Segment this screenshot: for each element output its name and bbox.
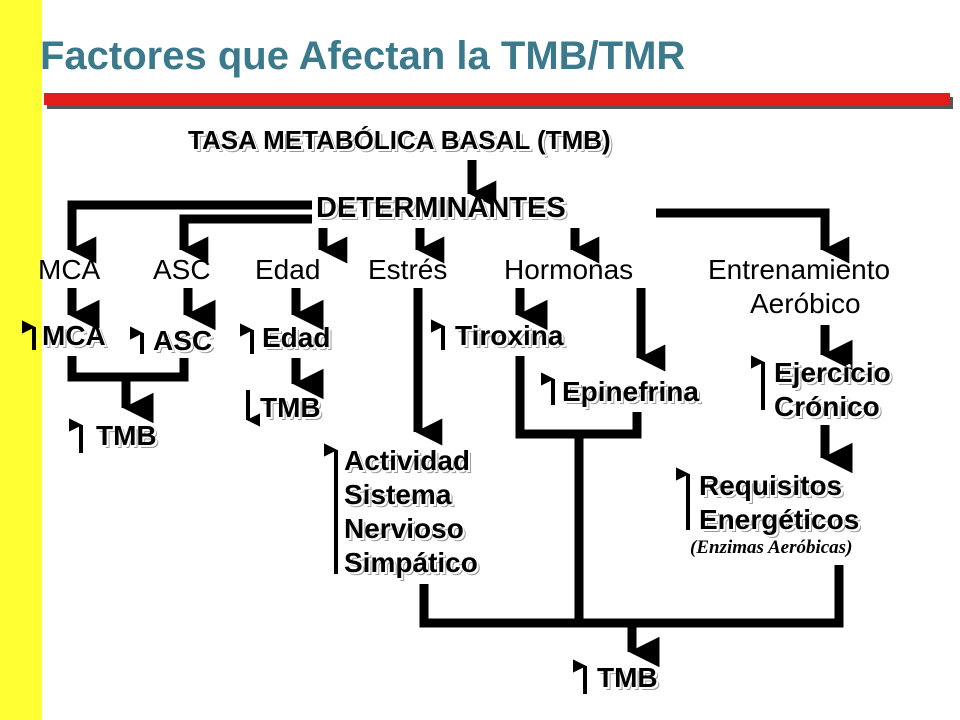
diagram-heading: TASA METABÓLICA BASAL (TMB)	[188, 125, 611, 155]
slide-title: Factores que Afectan la TMB/TMR	[40, 34, 686, 78]
effect-epinefrina: Epinefrina	[562, 376, 699, 407]
actividad-line-4: Simpático	[344, 547, 478, 578]
requisitos-line-1: Requisitos	[699, 470, 843, 501]
effect-requisitos: Requisitos Energéticos	[699, 469, 859, 537]
factor-aerobico: Aeróbico	[750, 288, 861, 319]
bottom-merge-bus	[419, 565, 844, 628]
effect-edad: Edad	[262, 322, 331, 353]
factor-hormonas: Hormonas	[504, 254, 634, 285]
effect-actividad: Actividad Sistema Nervioso Simpático	[344, 444, 478, 580]
side-accent-bar	[0, 0, 42, 720]
ejercicio-line-1: Ejercicio	[774, 357, 891, 388]
effect-tmb-left: TMB	[96, 420, 157, 451]
requisitos-line-2: Energéticos	[699, 504, 860, 535]
bus-left-mca	[67, 200, 312, 264]
ejercicio-line-2: Crónico	[774, 391, 880, 422]
actividad-line-1: Actividad	[344, 445, 471, 476]
factor-asc: ASC	[153, 254, 211, 285]
merge-mca-asc	[67, 356, 189, 382]
effect-ejercicio: Ejercicio Crónico	[774, 356, 891, 424]
bus-inner-asc	[179, 214, 312, 264]
factor-mca: MCA	[38, 254, 101, 285]
effect-enzimas: (Enzimas Aeróbicas)	[690, 537, 853, 558]
determinantes-label: DETERMINANTES	[316, 192, 566, 224]
effect-tmb-edad: TMB	[260, 392, 321, 423]
actividad-line-2: Sistema	[344, 479, 452, 510]
effect-asc: ASC	[153, 325, 213, 356]
effect-tmb-bottom: TMB	[597, 662, 658, 693]
factor-edad: Edad	[255, 254, 321, 285]
title-rule	[44, 93, 950, 105]
factor-estres: Estrés	[368, 254, 448, 285]
effect-tiroxina: Tiroxina	[455, 320, 564, 351]
bus-right-entrenamiento	[656, 208, 850, 264]
factor-entrenamiento: Entrenamiento	[708, 254, 891, 285]
effect-mca: MCA	[42, 320, 106, 351]
actividad-line-3: Nervioso	[344, 513, 464, 544]
